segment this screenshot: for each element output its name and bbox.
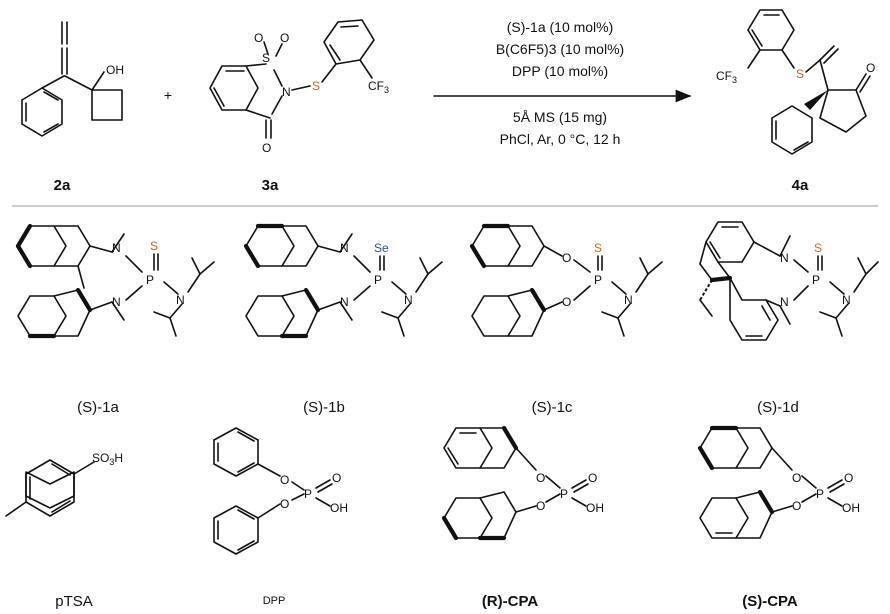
catalyst-1a-p: P — [146, 273, 154, 287]
carbonyl-oxygen-label: O — [262, 141, 271, 155]
svg-text:(S)-1a (10 mol%): (S)-1a (10 mol%) — [507, 19, 614, 35]
catalyst-1b-structure — [243, 223, 443, 339]
catalyst-1d-structure — [699, 221, 879, 341]
reactant-3a-label: 3a — [262, 177, 279, 194]
catalyst-1d-n-amide: N — [842, 293, 851, 307]
dpp-label: DPP — [263, 595, 286, 607]
product-sulfur-label: S — [796, 67, 804, 81]
catalyst-1c-p: P — [594, 273, 602, 287]
catalyst-1c-label: (S)-1c — [532, 399, 573, 416]
plus-sign: + — [164, 87, 172, 103]
dpp-structure — [213, 427, 333, 555]
sulfonyl-sulfur-label: S — [262, 51, 270, 65]
dpp-o-upper: O — [280, 473, 289, 487]
catalyst-1a-n-upper: N — [112, 241, 121, 255]
dpp-o-double: O — [332, 471, 341, 485]
catalyst-1d-label: (S)-1d — [757, 399, 799, 416]
r-cpa-label: (R)-CPA — [482, 593, 539, 610]
ketone-oxygen-label: O — [866, 61, 875, 75]
dpp-p: P — [304, 487, 312, 501]
sulfonyl-oxygen-label: O — [254, 31, 263, 45]
r-cpa-p: P — [560, 487, 568, 501]
catalyst-1d-p: P — [812, 273, 820, 287]
r-cpa-structure — [441, 425, 589, 541]
catalyst-1b-n-upper: N — [340, 241, 349, 255]
hydroxyl-label: OH — [106, 63, 124, 77]
thioether-sulfur-label: S — [312, 79, 320, 93]
product-4a-label: 4a — [792, 177, 809, 194]
svg-text:B(C6F5)3 (10 mol%): B(C6F5)3 (10 mol%) — [496, 41, 624, 57]
catalyst-1d-s: S — [814, 241, 822, 255]
s-cpa-o-lower: O — [792, 499, 801, 513]
catalyst-1a-label: (S)-1a — [77, 399, 119, 416]
svg-text:PhCl, Ar, 0 °C, 12 h: PhCl, Ar, 0 °C, 12 h — [500, 131, 621, 147]
ptsa-so3h-label: SO3H — [92, 451, 123, 467]
conditions-above: (S)-1a (10 mol%) B(C6F5)3 (10 mol%) DPP … — [496, 19, 624, 79]
reactant-2a-label: 2a — [54, 177, 71, 194]
s-cpa-o-upper: O — [792, 471, 801, 485]
r-cpa-o-upper: O — [536, 471, 545, 485]
s-cpa-oh: OH — [842, 501, 860, 515]
s-cpa-structure — [697, 425, 845, 539]
catalyst-1a-n-amide: N — [176, 293, 185, 307]
catalyst-1d-n-upper: N — [780, 251, 789, 265]
catalyst-1d-n-lower: N — [780, 295, 789, 309]
catalyst-1b-label: (S)-1b — [303, 399, 345, 416]
catalyst-1b-se: Se — [374, 241, 389, 255]
product-4a-structure — [747, 9, 871, 155]
s-cpa-label: (S)-CPA — [742, 593, 798, 610]
catalyst-1c-o-lower: O — [562, 295, 571, 309]
nitrogen-label: N — [282, 85, 291, 99]
catalyst-1c-structure — [469, 223, 663, 337]
ptsa-structure — [5, 459, 95, 517]
r-cpa-oh: OH — [586, 501, 604, 515]
reactant-3a-structure — [209, 19, 375, 139]
catalyst-1c-o-upper: O — [562, 251, 571, 265]
s-cpa-p: P — [816, 487, 824, 501]
product-cf3-label: CF3 — [716, 69, 737, 85]
svg-text:5Å MS (15 mg): 5Å MS (15 mg) — [513, 109, 607, 125]
r-cpa-o-lower: O — [536, 499, 545, 513]
catalyst-1c-s: S — [594, 241, 602, 255]
catalyst-1b-n-lower: N — [340, 295, 349, 309]
svg-text:DPP (10 mol%): DPP (10 mol%) — [512, 63, 608, 79]
catalyst-1c-n-amide: N — [624, 293, 633, 307]
catalyst-1a-s: S — [150, 239, 158, 253]
ptsa-label: pTSA — [55, 593, 93, 610]
catalyst-1a-structure — [15, 223, 215, 339]
conditions-below: 5Å MS (15 mg) PhCl, Ar, 0 °C, 12 h — [500, 109, 621, 147]
catalyst-1b-p: P — [374, 273, 382, 287]
s-cpa-o-double: O — [844, 471, 853, 485]
cf3-label: CF3 — [368, 79, 389, 95]
r-cpa-o-double: O — [588, 471, 597, 485]
catalyst-1a-n-lower: N — [112, 295, 121, 309]
reactant-2a-structure — [21, 21, 123, 137]
dpp-o-lower: O — [280, 497, 289, 511]
sulfonyl-oxygen-label: O — [280, 31, 289, 45]
catalyst-1b-n-amide: N — [404, 293, 413, 307]
dpp-oh: OH — [330, 501, 348, 515]
